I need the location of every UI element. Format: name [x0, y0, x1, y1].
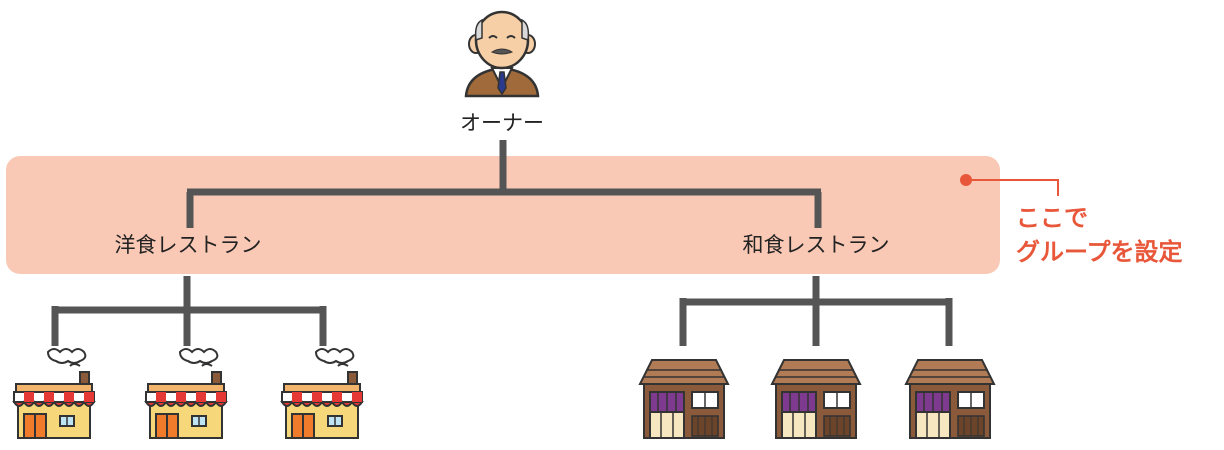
callout-pointer — [960, 174, 1059, 196]
western-restaurant-icon — [13, 348, 95, 439]
owner-person-icon — [464, 10, 540, 98]
western-restaurant-icon — [281, 348, 363, 439]
group-label-western: 洋食レストラン — [115, 233, 262, 257]
owner-label: オーナー — [460, 111, 544, 135]
connector-lines — [51, 140, 953, 346]
callout-text-line2: グループを設定 — [1016, 238, 1183, 266]
callout-text-line1: ここで — [1016, 204, 1088, 232]
group-band — [6, 156, 1000, 274]
japanese-restaurant-icon — [905, 359, 995, 439]
group-label-japanese: 和食レストラン — [743, 233, 890, 257]
western-restaurant-icon — [145, 348, 227, 439]
japanese-restaurant-icon — [639, 359, 729, 439]
japanese-restaurant-icon — [771, 359, 861, 439]
